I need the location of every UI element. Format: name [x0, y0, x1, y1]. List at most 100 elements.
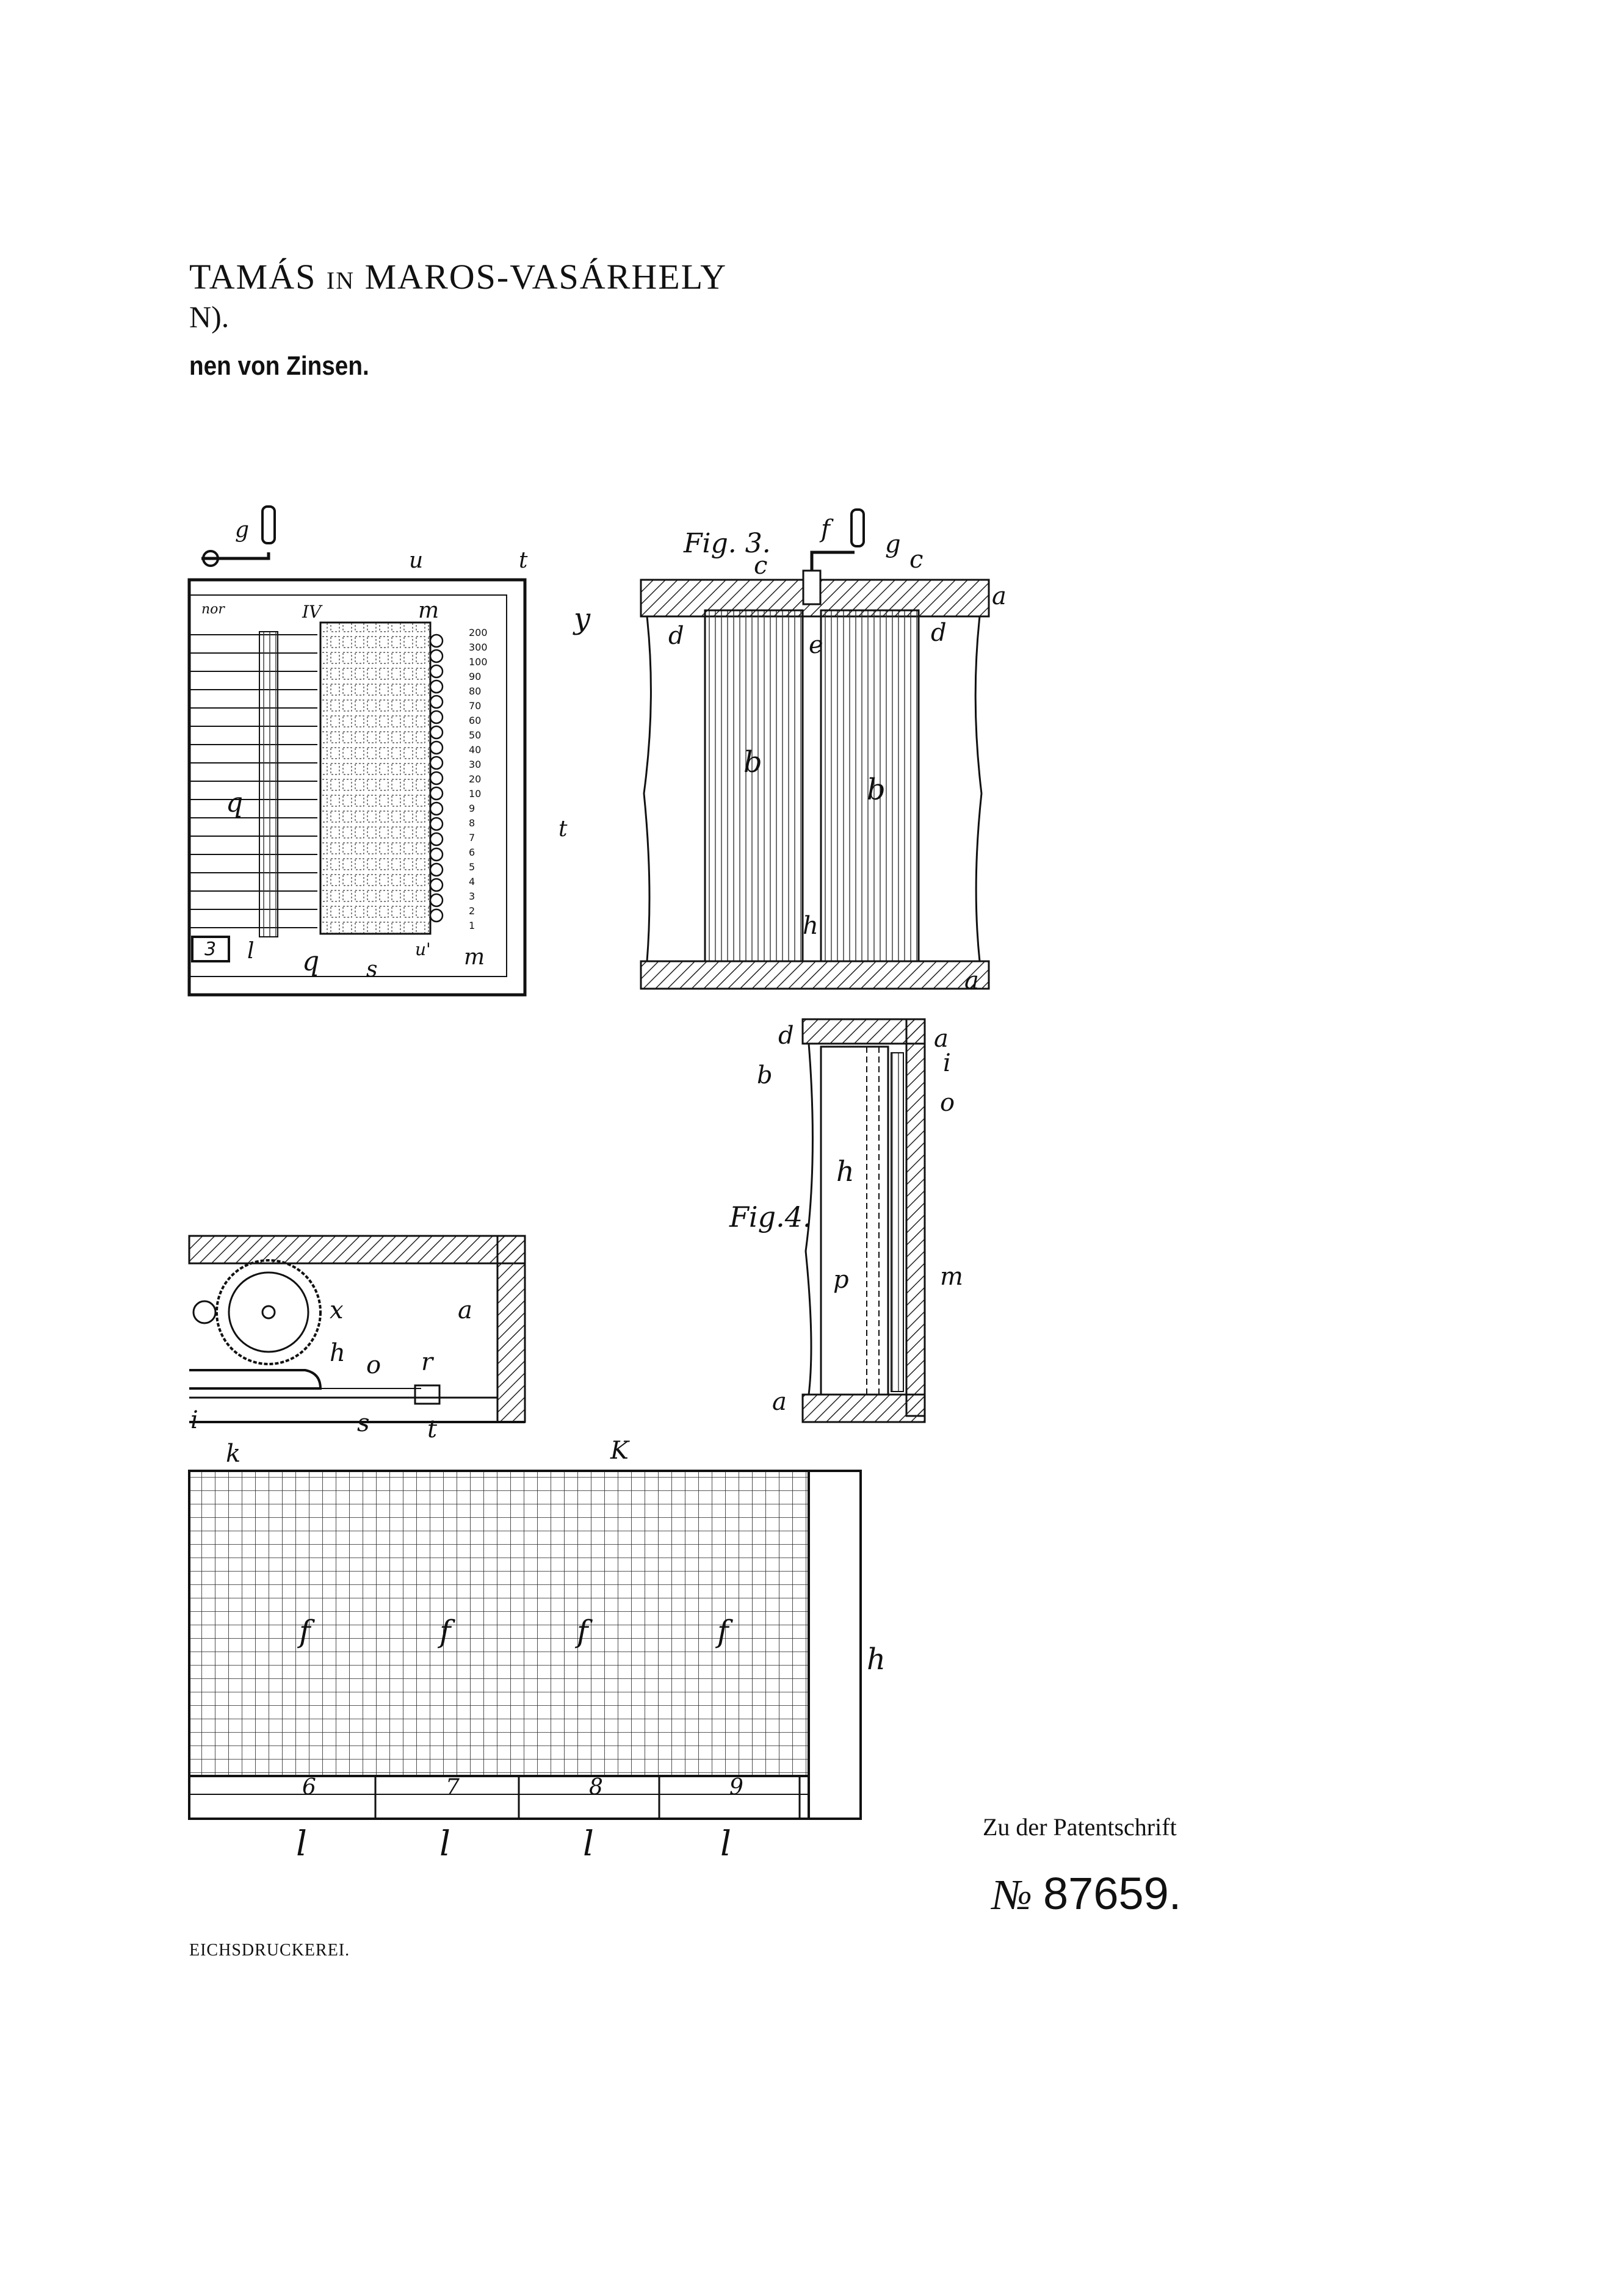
label-x: x	[330, 1296, 344, 1324]
label-l1: l	[296, 1824, 307, 1864]
label-a2: a	[964, 967, 979, 995]
scale-value: 3	[469, 890, 475, 902]
label-m: m	[418, 598, 439, 623]
scale-value: 30	[469, 759, 481, 770]
label-o: o	[366, 1351, 381, 1379]
column-8: 8	[589, 1775, 603, 1800]
label-d: d	[778, 1022, 794, 1050]
column-6: 6	[302, 1775, 316, 1800]
label-a: a	[992, 582, 1007, 610]
scale-value: 50	[469, 729, 481, 741]
label-m: m	[940, 1263, 963, 1291]
patent-title-fragment: nen von Zinsen.	[189, 351, 369, 381]
label-k: k	[226, 1440, 240, 1468]
label-l4: l	[720, 1824, 731, 1864]
label-o: o	[940, 1089, 955, 1117]
label-K: K	[610, 1437, 630, 1465]
label-m2: m	[464, 945, 485, 970]
patent-reference-caption: Zu der Patentschrift	[983, 1813, 1177, 1841]
label-r: r	[421, 1348, 435, 1376]
scale-value: 6	[469, 847, 475, 858]
label-u: u	[409, 548, 423, 573]
label-i: i	[190, 1406, 198, 1434]
scale-value: 70	[469, 700, 481, 712]
column-9: 9	[729, 1775, 743, 1800]
scale-value: 90	[469, 671, 481, 682]
figure-4	[801, 1018, 926, 1423]
label-y: y	[573, 602, 591, 636]
label-a: a	[458, 1296, 472, 1324]
label-a: a	[934, 1025, 949, 1053]
label-q: q	[226, 787, 243, 818]
printer-imprint: EICHSDRUCKEREI.	[189, 1941, 350, 1960]
scale-value: 40	[469, 744, 481, 756]
label-t: t	[427, 1415, 438, 1443]
label-q2: q	[302, 946, 319, 977]
label-g: g	[235, 518, 249, 543]
label-iv: IV	[302, 602, 323, 622]
scale-value: 5	[469, 861, 475, 873]
patentee-name: TAMÁS	[189, 257, 317, 297]
box-value: 3	[204, 939, 216, 960]
scale-value: 300	[469, 641, 488, 653]
label-h: h	[836, 1155, 855, 1188]
figure-4-labels: Fig.4. d a b i o h p m a	[729, 1022, 963, 1416]
label-t: t	[519, 548, 528, 573]
label-s: s	[357, 1409, 370, 1437]
figure-1-labels: g u t m IV y q t l q s u' m nor 3	[201, 518, 591, 982]
figure-1	[187, 505, 527, 997]
figure-2-labels: x a h o r s t i	[190, 1296, 472, 1443]
scale-value: 9	[469, 803, 475, 814]
label-s: s	[366, 957, 377, 982]
patentee-heading: TAMÁS IN MAROS-VASÁRHELY	[189, 256, 727, 297]
scale-value: 1	[469, 920, 475, 931]
header-word: nor	[201, 602, 225, 617]
figure-3-labels: Fig. 3. f g c c a d d e b b h a	[668, 515, 1007, 995]
scale-value: 2	[469, 905, 475, 917]
label-u-prime: u'	[415, 939, 431, 959]
fig3-title: Fig. 3.	[683, 528, 771, 559]
scale-value: 7	[469, 832, 475, 843]
label-b: b	[743, 745, 762, 779]
label-c2: c	[909, 546, 923, 574]
scale-value: 100	[469, 656, 488, 668]
label-d: d	[668, 622, 684, 650]
label-l3: l	[583, 1824, 594, 1864]
patentee-in: IN	[326, 267, 355, 294]
label-b: b	[757, 1061, 773, 1089]
figure-1-scale: 200 300 100 90 80 70 60 50 40 30 20 10 9…	[469, 627, 488, 931]
patentee-line-2: N).	[189, 300, 230, 334]
label-e: e	[809, 631, 823, 659]
fig4-title: Fig.4.	[729, 1200, 812, 1233]
column-7: 7	[446, 1775, 460, 1800]
label-g: g	[885, 530, 901, 558]
figure-5-labels: k K h f f f f 6 7 8 9 l l l l	[226, 1437, 886, 1864]
label-p: p	[833, 1266, 849, 1294]
scale-value: 60	[469, 715, 481, 726]
label-t2: t	[558, 817, 568, 842]
label-l2: l	[439, 1824, 450, 1864]
scale-value: 10	[469, 788, 481, 800]
figure-3	[640, 508, 990, 990]
label-h: h	[867, 1642, 886, 1677]
label-h: h	[803, 912, 819, 940]
scale-value: 200	[469, 627, 488, 638]
scale-value: 80	[469, 685, 481, 697]
figure-5	[188, 1470, 862, 1820]
label-h: h	[330, 1339, 345, 1367]
label-a2: a	[772, 1388, 787, 1416]
label-l: l	[247, 939, 255, 964]
numero-sign: №	[992, 1872, 1033, 1919]
figure-2	[188, 1235, 526, 1423]
scale-value: 8	[469, 817, 475, 829]
label-d2: d	[931, 619, 947, 647]
scale-value: 4	[469, 876, 475, 887]
label-c: c	[754, 552, 767, 580]
label-i: i	[943, 1049, 951, 1077]
patentee-place: MAROS-VASÁRHELY	[364, 257, 728, 297]
label-b2: b	[867, 773, 886, 807]
patent-number-value: 87659.	[1043, 1868, 1182, 1919]
scale-value: 20	[469, 773, 481, 785]
